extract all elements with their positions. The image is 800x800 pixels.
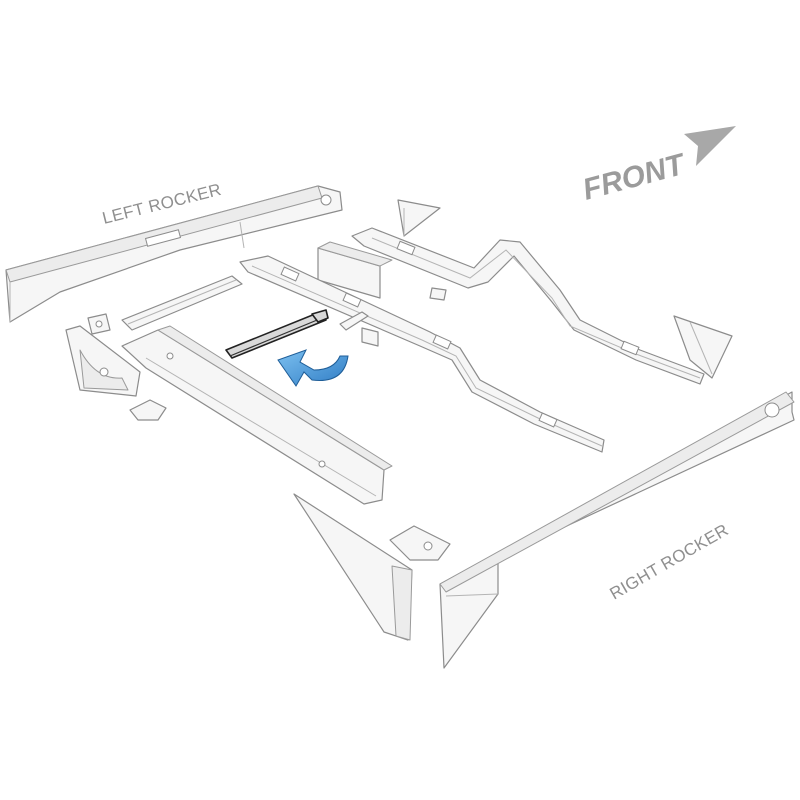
right-rocker-label: RIGHT ROCKER [607, 520, 732, 603]
lower-left-clip [129, 399, 167, 421]
curved-arrow-icon [277, 349, 349, 387]
rail-clip [429, 287, 447, 301]
left-floor-support-rail [121, 325, 393, 505]
arrow-right-icon [684, 126, 736, 166]
front-label: FRONT [579, 147, 690, 206]
front-indicator: FRONT [579, 126, 736, 207]
highlighted-crossmember [225, 309, 329, 359]
right-frame-rail [351, 227, 705, 385]
center-box-panel [317, 241, 393, 299]
left-mount-bracket [65, 325, 141, 397]
left-rocker-panel [5, 185, 343, 323]
rear-gusset-panel [293, 493, 413, 641]
middle-long-crossmember [239, 255, 605, 453]
crossmember-tab [339, 311, 379, 347]
lower-mount-bracket [389, 525, 451, 561]
upper-gusset-bracket [397, 199, 441, 237]
right-gusset-bracket [673, 315, 733, 379]
right-rocker-panel [439, 391, 795, 669]
left-tab-bracket [87, 313, 111, 335]
left-diagonal-brace [121, 275, 243, 331]
